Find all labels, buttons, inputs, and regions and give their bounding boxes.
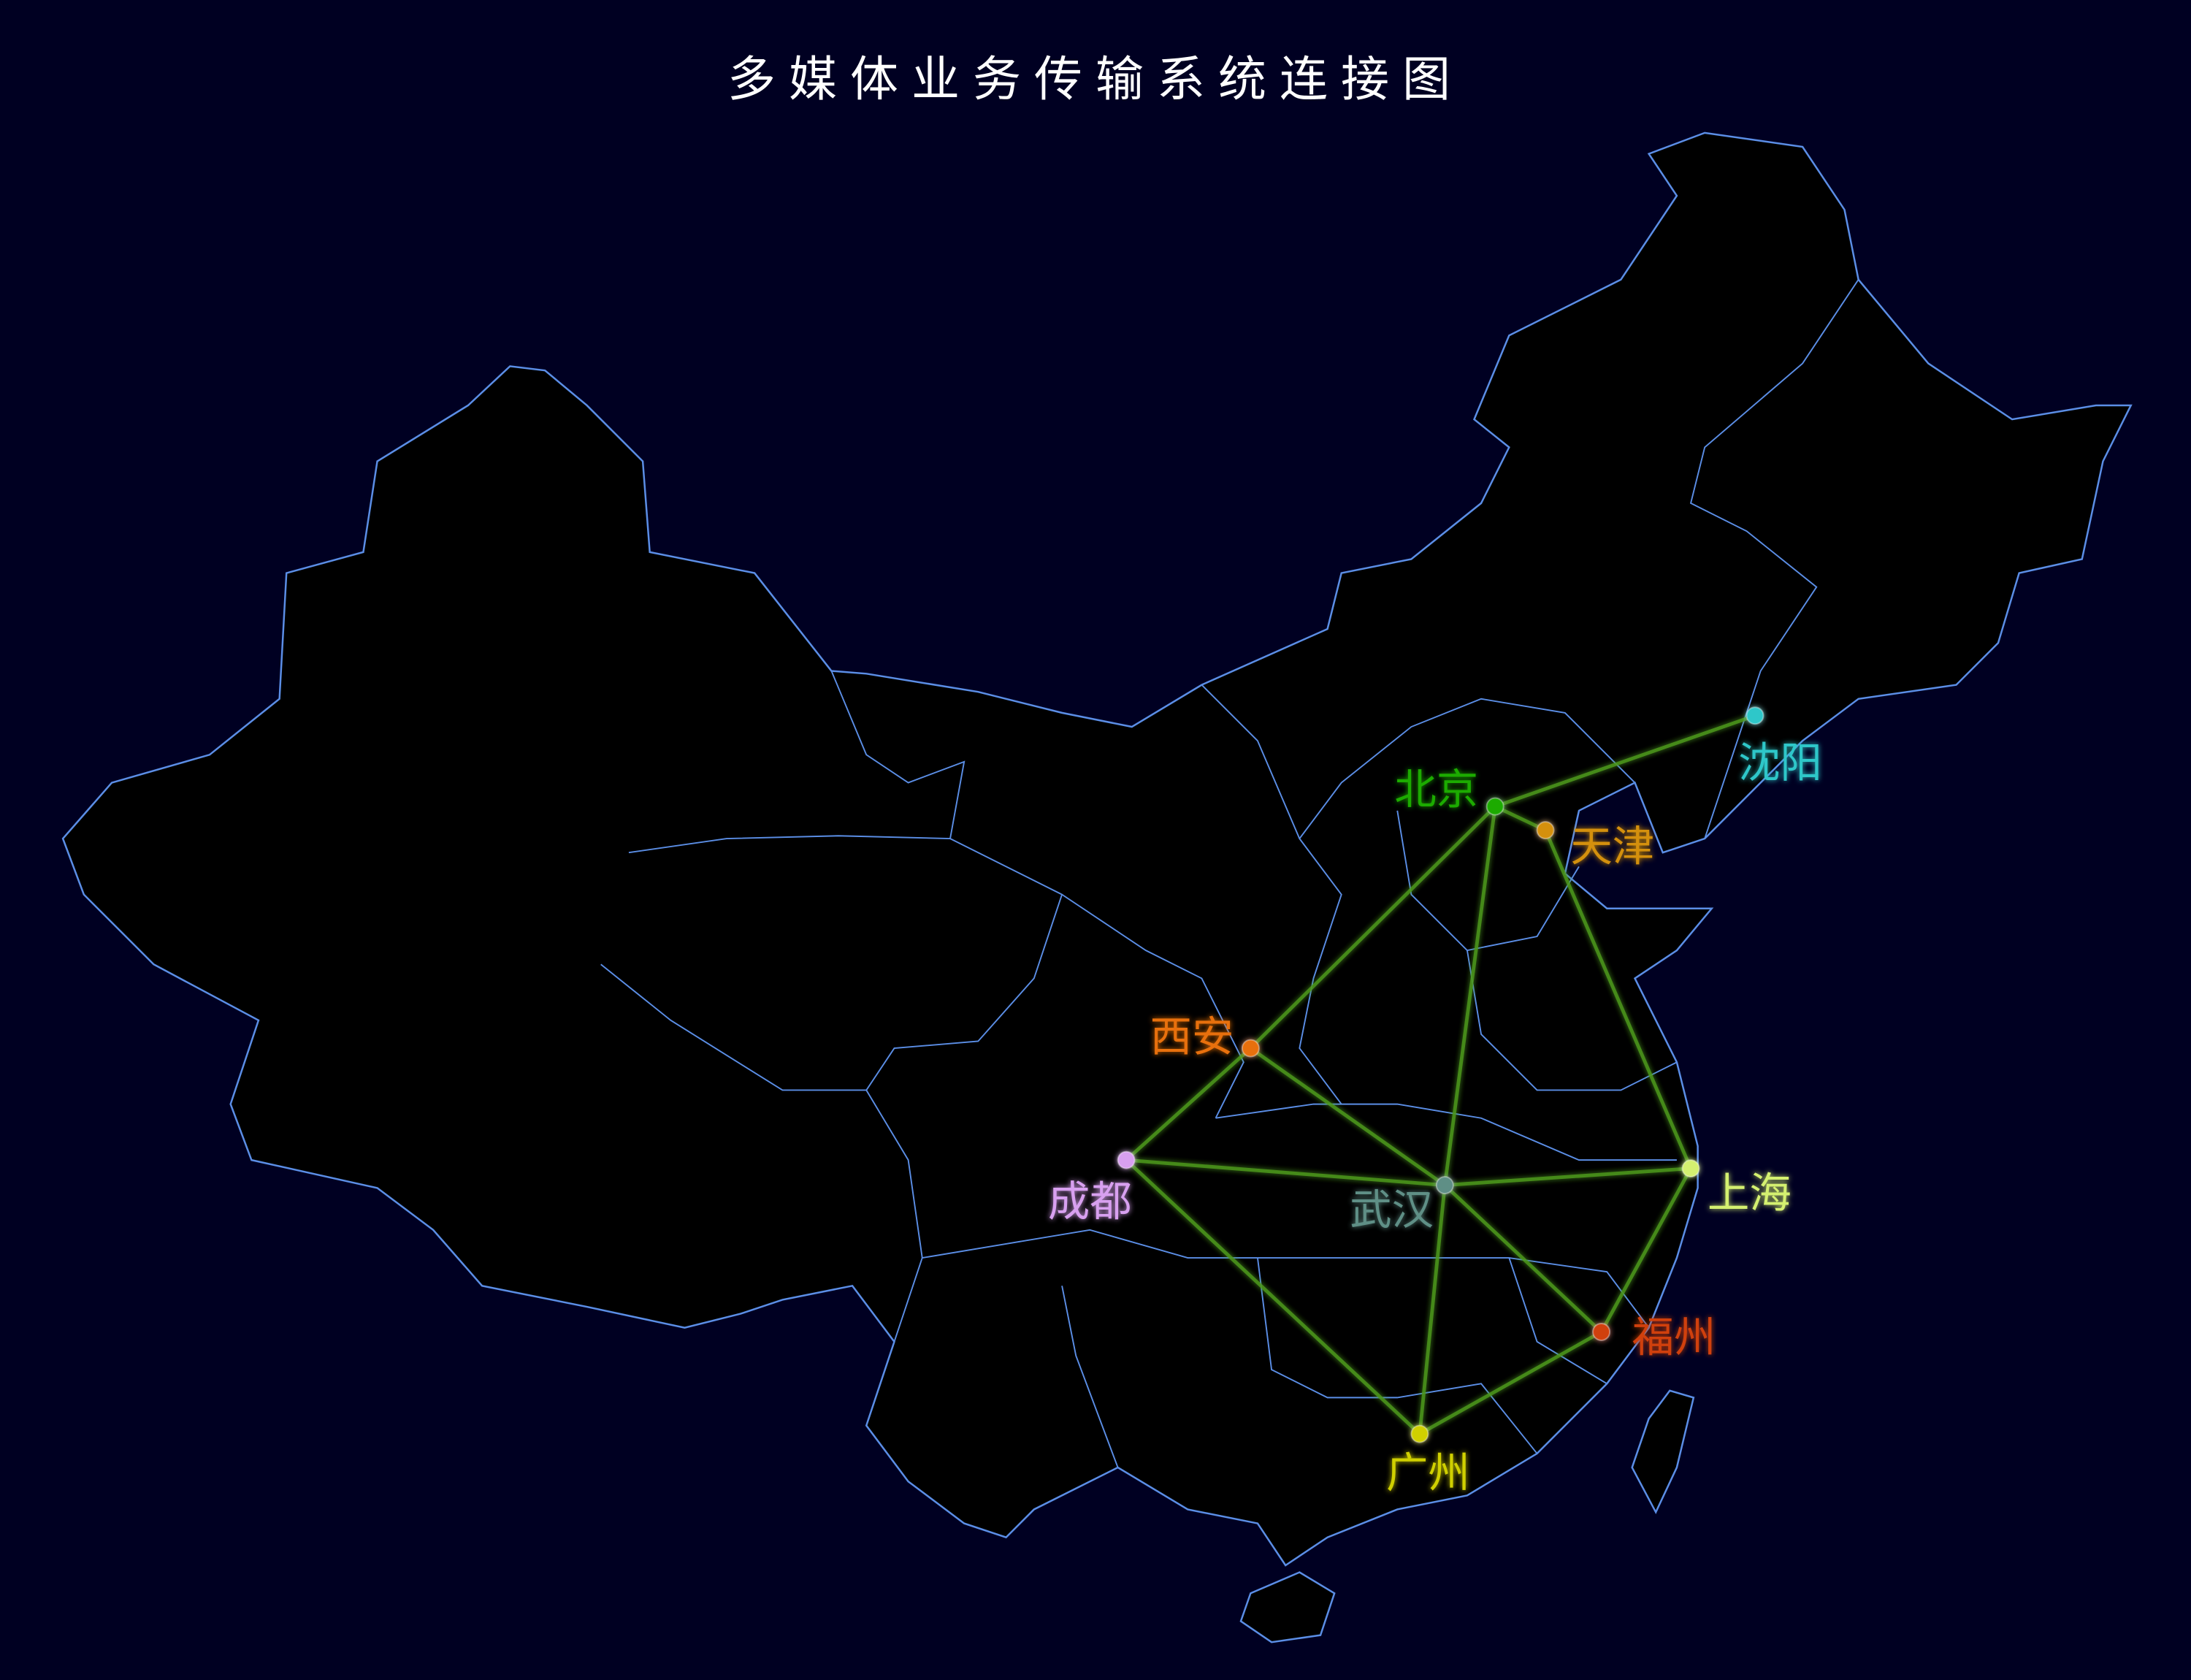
edge-chengdu-guangzhou[interactable] (1125, 1158, 1421, 1435)
node-marker[interactable] (1241, 1039, 1260, 1058)
node-label: 天津 (1571, 822, 1655, 871)
node-wuhan[interactable]: 武汉 (1350, 1176, 1454, 1234)
node-label: 福州 (1632, 1313, 1716, 1362)
node-marker[interactable] (1435, 1176, 1454, 1195)
node-guangzhou[interactable]: 广州 (1386, 1424, 1470, 1497)
node-label: 上海 (1708, 1169, 1792, 1218)
node-beijing[interactable]: 北京 (1394, 765, 1504, 816)
province-border (922, 1229, 1650, 1329)
page-title: 多媒体业务传输系统连接图 (727, 51, 1464, 107)
node-shenyang[interactable]: 沈阳 (1738, 706, 1822, 787)
province-border (1689, 279, 1859, 839)
node-marker[interactable] (1745, 706, 1764, 725)
node-label: 武汉 (1350, 1185, 1434, 1234)
node-fuzhou[interactable]: 福州 (1592, 1313, 1716, 1362)
edge-chengdu-wuhan[interactable] (1125, 1158, 1445, 1187)
province-border (1299, 698, 1636, 839)
edge-beijing-tianjin[interactable] (1494, 804, 1547, 832)
node-label: 西安 (1150, 1012, 1234, 1061)
mainland-shape (61, 131, 2133, 1567)
node-chengdu[interactable]: 成都 (1048, 1150, 1136, 1226)
edge-shanghai-fuzhou[interactable] (1599, 1167, 1693, 1333)
edge-xian-wuhan[interactable] (1249, 1047, 1446, 1187)
province-border (830, 671, 1063, 1091)
node-marker[interactable] (1410, 1424, 1429, 1443)
node-label: 广州 (1386, 1448, 1470, 1497)
edge-wuhan-shanghai[interactable] (1445, 1167, 1691, 1187)
province-border (1061, 893, 1244, 1119)
node-marker[interactable] (1681, 1159, 1700, 1178)
node-marker[interactable] (1592, 1323, 1611, 1341)
node-label: 成都 (1048, 1177, 1132, 1226)
node-marker[interactable] (1117, 1150, 1136, 1169)
node-label: 北京 (1394, 765, 1478, 814)
province-border (1201, 684, 1342, 1105)
province-border (1466, 950, 1678, 1091)
taiwan-shape (1631, 1389, 1695, 1515)
hainan-shape (1239, 1571, 1336, 1643)
edge-wuhan-fuzhou[interactable] (1443, 1183, 1603, 1334)
province-border (1215, 1103, 1677, 1161)
node-marker[interactable] (1536, 821, 1555, 840)
province-border (628, 835, 951, 854)
land-layer (61, 131, 2133, 1643)
province-border (1508, 1257, 1607, 1385)
edge-beijing-xian[interactable] (1249, 805, 1496, 1050)
node-label: 沈阳 (1738, 738, 1822, 787)
edge-fuzhou-guangzhou[interactable] (1418, 1330, 1602, 1436)
province-border (1061, 1286, 1119, 1468)
edge-beijing-shenyang[interactable] (1494, 714, 1756, 809)
edge-tianjin-shanghai[interactable] (1543, 829, 1693, 1169)
node-xian[interactable]: 西安 (1150, 1012, 1260, 1061)
edge-layer (1125, 714, 1756, 1436)
edge-beijing-wuhan[interactable] (1442, 806, 1497, 1185)
node-shanghai[interactable]: 上海 (1681, 1159, 1792, 1218)
node-tianjin[interactable]: 天津 (1536, 821, 1655, 871)
node-marker[interactable] (1485, 797, 1504, 816)
edge-xian-chengdu[interactable] (1125, 1047, 1252, 1161)
edge-wuhan-guangzhou[interactable] (1418, 1185, 1447, 1435)
